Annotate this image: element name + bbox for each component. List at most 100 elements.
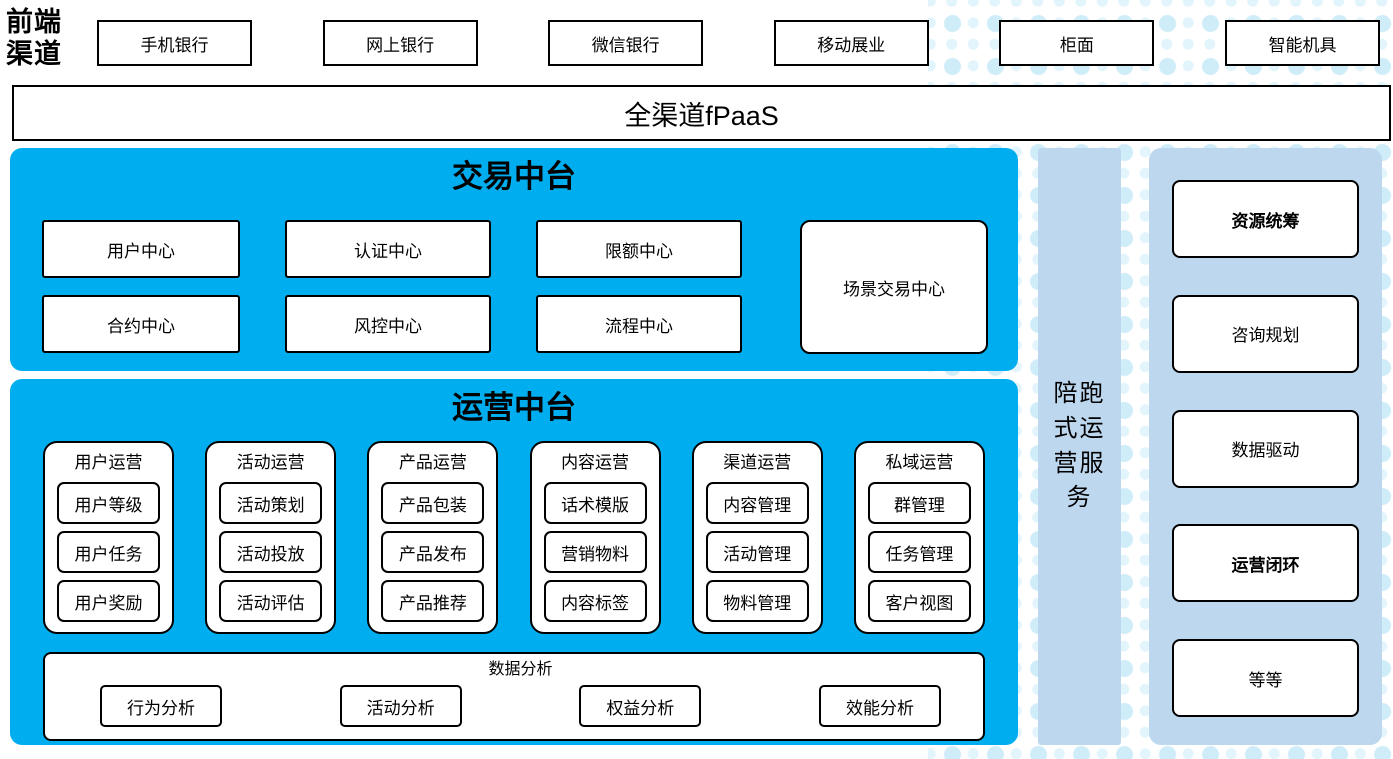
analysis-box-label: 活动分析 [366, 698, 435, 718]
operation-item-label: 营销物料 [561, 544, 630, 564]
channel-box: 柜面 [999, 20, 1155, 66]
operation-item-label: 客户视图 [885, 593, 954, 613]
center-box: 限额中心 [536, 220, 742, 278]
operation-item-box: 产品包装 [381, 482, 485, 524]
operation-item-box: 客户视图 [867, 580, 971, 622]
analysis-box: 活动分析 [339, 685, 462, 727]
channel-box-label: 柜面 [1059, 35, 1094, 55]
data-analysis-items: 行为分析 活动分析 权益分析 [100, 685, 941, 727]
center-box-label: 限额中心 [605, 241, 673, 261]
center-box-label: 流程中心 [605, 316, 673, 336]
operation-item-box: 用户任务 [57, 531, 160, 573]
fpaas-label: 全渠道fPaaS [624, 100, 779, 131]
fpaas-bar: 全渠道fPaaS [12, 85, 1391, 141]
operation-group: 私域运营 群管理 任务管理 [853, 441, 985, 634]
operation-group-title: 产品运营 [398, 453, 467, 472]
analysis-box: 权益分析 [579, 685, 702, 727]
service-box: 数据驱动 [1172, 409, 1359, 488]
center-box-label: 用户中心 [107, 241, 175, 261]
operation-group-items: 用户等级 用户任务 用户奖励 [57, 482, 160, 622]
analysis-box: 效能分析 [818, 685, 941, 727]
service-box-label: 咨询规划 [1231, 326, 1300, 346]
accompanying-service-strip: 陪跑式运营服务 [1038, 148, 1121, 745]
service-box: 等等 [1172, 639, 1359, 717]
service-list-column: 资源统筹 咨询规划 数据驱动 运营闭环 等等 [1149, 148, 1382, 745]
operation-item-label: 内容管理 [723, 495, 792, 515]
operation-group-title: 渠道运营 [723, 453, 792, 472]
operation-item-label: 产品包装 [398, 495, 467, 515]
center-box: 风控中心 [285, 295, 491, 353]
scene-transaction-center-label: 场景交易中心 [843, 279, 945, 299]
transaction-platform-title: 交易中台 [452, 159, 576, 194]
accompanying-service-label: 陪跑式运营服务 [1053, 379, 1106, 512]
front-channels-label: 前端渠道 [6, 7, 62, 70]
operation-group: 用户运营 用户等级 用户任务 [43, 441, 174, 634]
service-box-label: 资源统筹 [1231, 211, 1300, 231]
center-box: 用户中心 [42, 220, 240, 278]
operation-group-title: 私域运营 [885, 453, 954, 472]
operation-group-title: 用户运营 [74, 453, 143, 472]
main-area: 交易中台 用户中心 认证中心 [10, 148, 1393, 745]
service-box-label: 数据驱动 [1231, 441, 1300, 460]
channel-box-label: 移动展业 [817, 35, 886, 55]
data-analysis-title: 数据分析 [488, 661, 553, 678]
transaction-content: 用户中心 认证中心 限额中心 [42, 220, 1018, 354]
service-box-label: 运营闭环 [1231, 555, 1300, 575]
operation-group-items: 群管理 任务管理 客户视图 [867, 482, 971, 622]
operation-item-box: 群管理 [867, 482, 971, 524]
operation-group-title: 内容运营 [561, 453, 630, 472]
service-box: 运营闭环 [1172, 524, 1359, 603]
operation-group: 活动运营 活动策划 活动投放 [205, 441, 337, 634]
operation-group: 产品运营 产品包装 产品发布 [367, 441, 499, 634]
service-box: 咨询规划 [1172, 294, 1359, 373]
operation-group-items: 内容管理 活动管理 物料管理 [705, 482, 809, 622]
operation-item-box: 活动评估 [219, 580, 323, 622]
operation-group-items: 产品包装 产品发布 产品推荐 [381, 482, 485, 622]
transaction-centers-grid: 用户中心 认证中心 限额中心 [42, 220, 742, 354]
service-box-label: 等等 [1248, 670, 1283, 690]
channel-boxes: 手机银行 网上银行 微信银行 移动展业 柜面 [76, 0, 1393, 66]
channel-box: 微信银行 [548, 20, 704, 66]
operation-item-box: 话术模版 [543, 482, 647, 524]
scene-transaction-center-box: 场景交易中心 [800, 220, 988, 354]
operation-groups: 用户运营 用户等级 用户任务 [43, 441, 985, 634]
operation-item-box: 产品推荐 [381, 580, 485, 622]
operation-item-label: 产品推荐 [398, 593, 467, 613]
operation-group-title: 活动运营 [236, 453, 305, 472]
center-box: 合约中心 [42, 295, 240, 353]
analysis-box-label: 权益分析 [606, 698, 675, 718]
data-analysis-container: 数据分析 行为分析 活动分析 [43, 652, 985, 741]
channel-box-label: 智能机具 [1268, 35, 1337, 55]
operation-item-label: 用户等级 [74, 495, 143, 515]
center-box: 流程中心 [536, 295, 742, 353]
operation-group-items: 话术模版 营销物料 内容标签 [543, 482, 647, 622]
operation-item-label: 用户奖励 [74, 593, 143, 613]
operation-item-box: 任务管理 [867, 531, 971, 573]
center-box-label: 合约中心 [107, 316, 175, 336]
operation-item-box: 活动投放 [219, 531, 323, 573]
operation-item-label: 活动管理 [723, 544, 792, 564]
analysis-box-label: 行为分析 [127, 698, 195, 718]
operation-item-label: 群管理 [893, 495, 945, 515]
analysis-box: 行为分析 [100, 685, 222, 727]
operation-item-box: 营销物料 [543, 531, 647, 573]
channel-box-label: 网上银行 [366, 35, 435, 55]
service-box: 资源统筹 [1172, 180, 1359, 258]
analysis-box-label: 效能分析 [845, 698, 914, 718]
operation-item-box: 产品发布 [381, 531, 485, 573]
operation-item-label: 活动策划 [236, 495, 305, 515]
operation-item-box: 用户等级 [57, 482, 160, 524]
operation-item-label: 活动投放 [236, 544, 305, 564]
center-box-label: 风控中心 [354, 316, 422, 336]
operation-group-items: 活动策划 活动投放 活动评估 [219, 482, 323, 622]
transaction-platform-section: 交易中台 用户中心 认证中心 [10, 148, 1018, 371]
channel-box: 智能机具 [1224, 20, 1380, 66]
operation-item-box: 内容管理 [705, 482, 809, 524]
operation-item-label: 任务管理 [885, 544, 954, 564]
center-box-label: 认证中心 [354, 241, 422, 261]
channel-box-label: 微信银行 [591, 35, 660, 55]
operation-item-box: 活动策划 [219, 482, 323, 524]
operation-item-label: 内容标签 [561, 593, 630, 613]
